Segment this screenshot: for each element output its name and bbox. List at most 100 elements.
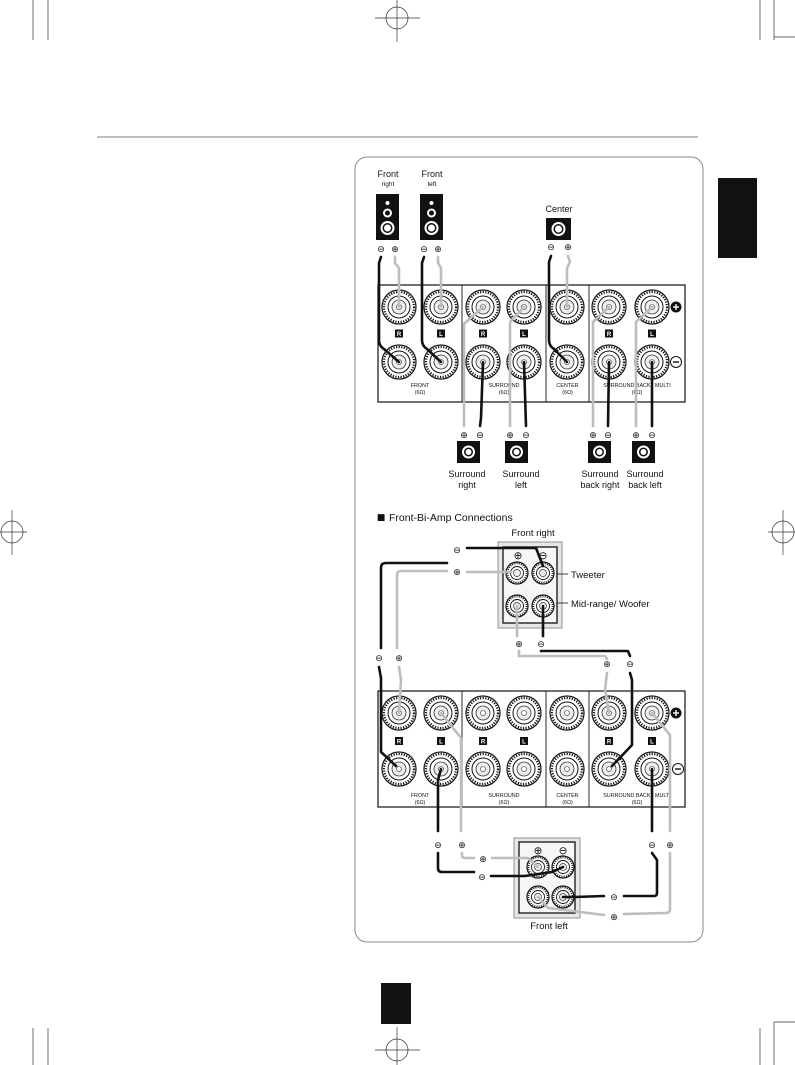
wire-negative: [478, 360, 485, 428]
center-speaker-icon: [546, 218, 571, 240]
wire-positive: [397, 665, 403, 715]
surround-left-sublabel: left: [515, 480, 528, 490]
minus-symbol: ⊖: [478, 873, 486, 883]
front-right-speaker-icon: [376, 194, 399, 240]
channel-badge-label: R: [397, 740, 402, 746]
mid-woofer-label: Mid-range/ Woofer: [571, 599, 650, 610]
impedance-label: (6Ω): [562, 800, 573, 806]
minus-symbol: ⊖: [537, 640, 545, 650]
plus-terminal-icon: [669, 706, 683, 720]
plus-symbol: ⊕: [434, 245, 442, 255]
minus-symbol: ⊖: [539, 550, 548, 562]
channel-badge-label: L: [439, 332, 443, 338]
plus-symbol: ⊕: [460, 431, 468, 441]
section-label-surround-back: SURROUND BACK / MULTI: [603, 793, 671, 799]
surround-left-speaker-icon: [505, 441, 528, 463]
minus-symbol: ⊖: [610, 893, 618, 903]
minus-symbol: ⊖: [377, 245, 385, 255]
surround-l-negative-terminal: [505, 750, 543, 788]
registration-mark-left: [0, 510, 27, 555]
minus-symbol: ⊖: [434, 841, 442, 851]
crop-marks: [32, 0, 795, 1065]
receiver-speaker-panel: R L R L R L FRONT (6Ω) SURROUND (6Ω) CEN…: [377, 284, 686, 403]
bi-amp-connection-diagram: ■ Front-Bi-Amp Connections Front right ⊕…: [375, 512, 686, 932]
plus-symbol: ⊕: [610, 913, 618, 923]
front-left-sublabel: left: [428, 181, 437, 188]
surround-r-positive-terminal: [464, 694, 502, 732]
registration-mark-bottom: [375, 1027, 420, 1065]
plus-symbol: ⊕: [506, 431, 514, 441]
surround-l-positive-terminal: [505, 694, 543, 732]
speaker-connection-diagram: Front right ⊖ ⊕ Front left ⊖ ⊕ Center ⊖ …: [376, 169, 686, 490]
channel-badge-l: L: [437, 737, 445, 746]
channel-badge-r: R: [605, 329, 613, 338]
channel-badge-l: L: [437, 329, 445, 338]
wire-positive: [460, 851, 476, 860]
channel-badge-r: R: [395, 329, 403, 338]
wire-positive: [517, 649, 609, 661]
speaker-wires-bi-amp: [377, 546, 672, 917]
minus-symbol: ⊖: [648, 431, 656, 441]
wire-positive: [393, 255, 401, 309]
wire-positive: [622, 851, 672, 916]
wire-negative: [436, 851, 476, 874]
plus-symbol: ⊕: [564, 243, 572, 253]
channel-badge-r: R: [395, 737, 403, 746]
surround-back-left-label: Surround: [626, 469, 663, 479]
section-label-center: CENTER: [556, 383, 578, 389]
figure-frame: [354, 156, 704, 943]
front-right-label: Front: [377, 169, 399, 179]
bi-amp-front-right-label: Front right: [511, 528, 555, 539]
plus-symbol: ⊕: [515, 640, 523, 650]
plus-symbol: ⊕: [632, 431, 640, 441]
wire-positive: [650, 711, 672, 833]
channel-badge-l: L: [648, 737, 656, 746]
bullet-icon: ■: [377, 513, 386, 523]
plus-symbol: ⊕: [479, 855, 487, 865]
wire-negative: [610, 671, 634, 768]
section-label-front: FRONT: [411, 383, 430, 389]
channel-badge-label: R: [481, 740, 486, 746]
impedance-label: (6Ω): [415, 390, 426, 396]
minus-symbol: ⊖: [375, 654, 383, 664]
channel-badge-r: R: [479, 329, 487, 338]
channel-badge-label: L: [650, 332, 654, 338]
surround-back-left-sublabel: back left: [628, 480, 662, 490]
section-label-surround: SURROUND: [488, 383, 519, 389]
channel-badge-l: L: [648, 329, 656, 338]
receiver-speaker-panel-bi-amp: R L R L R L FRONT (6Ω) SURROUND (6Ω) CEN…: [377, 690, 686, 808]
bi-amp-heading: Front-Bi-Amp Connections: [389, 512, 513, 524]
channel-badge-r: R: [479, 737, 487, 746]
impedance-label: (6Ω): [415, 800, 426, 806]
minus-symbol: ⊖: [453, 546, 461, 556]
minus-terminal-icon: [671, 762, 685, 776]
registration-mark-top: [375, 0, 420, 42]
plus-symbol: ⊕: [514, 550, 523, 562]
wire-positive: [565, 254, 572, 309]
wire-positive: [462, 305, 485, 428]
surround-right-sublabel: right: [458, 480, 476, 490]
center-label: Center: [545, 204, 572, 214]
wire-negative: [522, 360, 528, 428]
surround-back-right-speaker-icon: [588, 441, 611, 463]
section-label-surround: SURROUND: [488, 793, 519, 799]
impedance-label: (6Ω): [632, 800, 643, 806]
channel-badge-label: R: [397, 332, 402, 338]
channel-badge-r: R: [605, 737, 613, 746]
surround-back-right-label: Surround: [581, 469, 618, 479]
wire-positive: [436, 255, 443, 309]
registration-mark-right: [768, 510, 795, 555]
channel-badge-label: R: [607, 740, 612, 746]
section-label-center: CENTER: [556, 793, 578, 799]
surround-right-label: Surround: [448, 469, 485, 479]
plus-symbol: ⊕: [589, 431, 597, 441]
surround-back-left-speaker-icon: [632, 441, 655, 463]
front-right-bi-amp-speaker: ⊕ ⊖: [497, 541, 563, 629]
wire-negative: [465, 546, 545, 568]
impedance-label: (6Ω): [499, 800, 510, 806]
impedance-label: (6Ω): [562, 390, 573, 396]
center-negative-terminal: [548, 750, 586, 788]
wire-positive: [591, 305, 611, 428]
channel-badge-label: L: [439, 740, 443, 746]
front-left-bi-amp-speaker: ⊕ ⊖: [513, 837, 581, 919]
